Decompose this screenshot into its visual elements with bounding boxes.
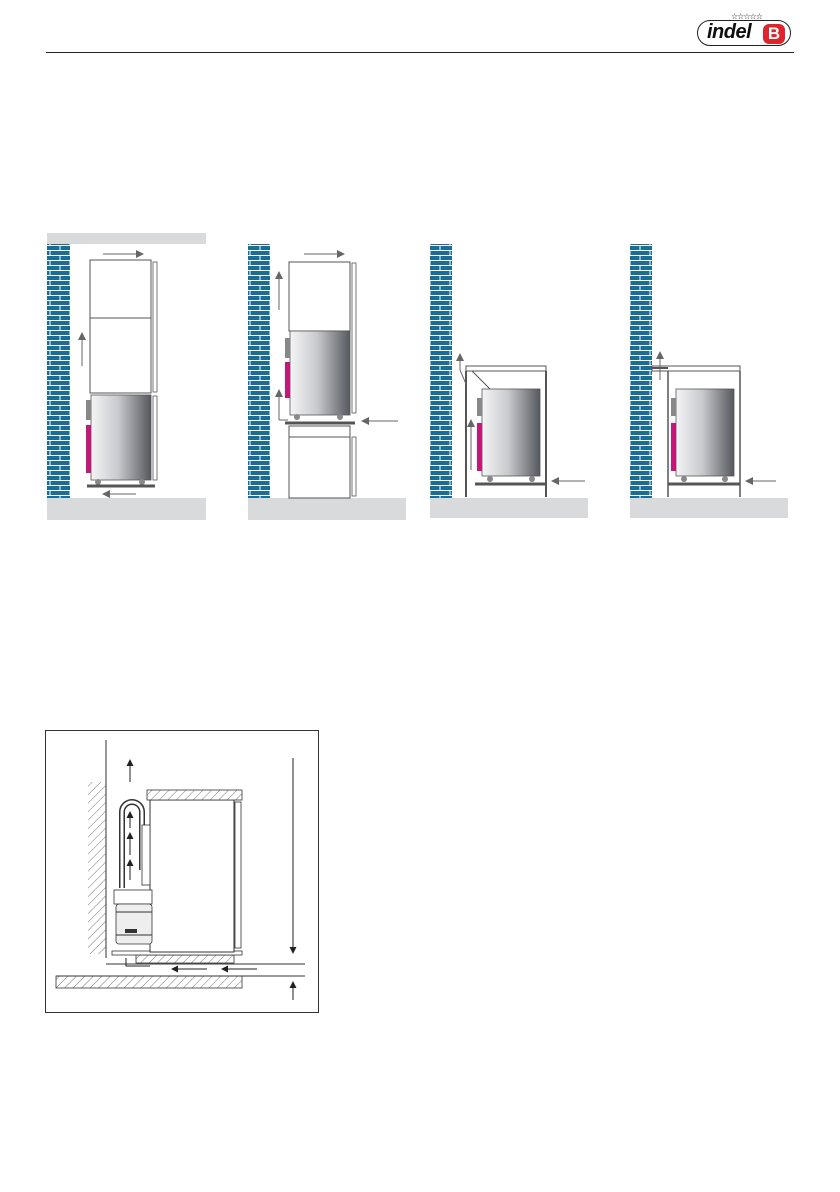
brick-wall [630, 244, 652, 498]
brick-wall [47, 244, 70, 498]
floor-slab [630, 498, 788, 518]
fridge-unit [91, 395, 151, 480]
ceiling-slab [47, 233, 206, 244]
magenta-control [285, 362, 290, 398]
fridge-unit [290, 331, 350, 415]
installation-column-stack [47, 233, 206, 520]
floor-slab [47, 498, 206, 520]
brick-wall [248, 244, 270, 498]
hatched-floor [56, 976, 242, 988]
cabinet-body [150, 800, 234, 952]
fridge-unit [676, 389, 734, 476]
brick-wall [430, 244, 452, 498]
worktop [147, 790, 242, 800]
magenta-control [86, 425, 91, 473]
hatched-wall [88, 782, 106, 954]
installation-stacked-on-cabinet [248, 244, 406, 520]
floor-slab [430, 498, 588, 518]
compressor-unit [116, 904, 152, 944]
installation-undercounter-closed [630, 244, 788, 518]
airflow-section-detail [46, 731, 319, 1013]
upper-cabinet [289, 262, 350, 331]
floor-slab [248, 498, 406, 520]
installation-undercounter-open-back [430, 244, 588, 518]
counter-top [466, 366, 546, 371]
door-panel [235, 802, 241, 948]
magenta-control [477, 423, 482, 471]
cabinet-door [153, 262, 157, 392]
base-cabinet [289, 437, 350, 498]
magenta-control [671, 423, 676, 471]
upper-cabinet [90, 260, 151, 393]
fridge-unit [482, 389, 540, 476]
